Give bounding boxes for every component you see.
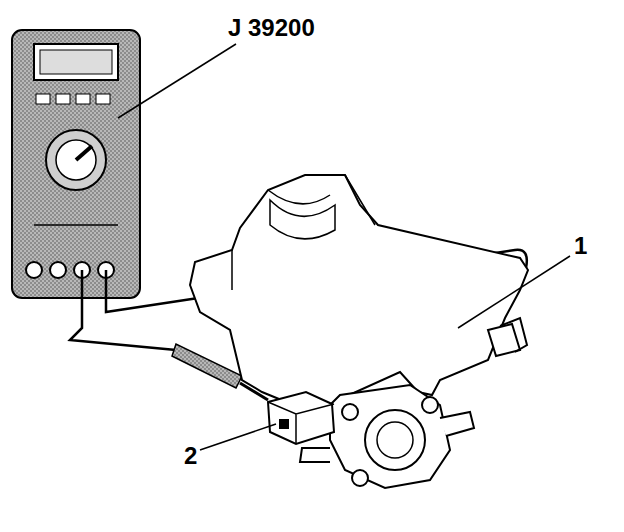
component-housing bbox=[190, 175, 528, 488]
sensor bbox=[268, 392, 334, 444]
multimeter bbox=[12, 30, 140, 298]
tool-label: J 39200 bbox=[226, 16, 317, 40]
callout-number: 1 bbox=[572, 234, 589, 258]
callout-number: 2 bbox=[182, 444, 199, 468]
leader-lines bbox=[118, 44, 570, 450]
